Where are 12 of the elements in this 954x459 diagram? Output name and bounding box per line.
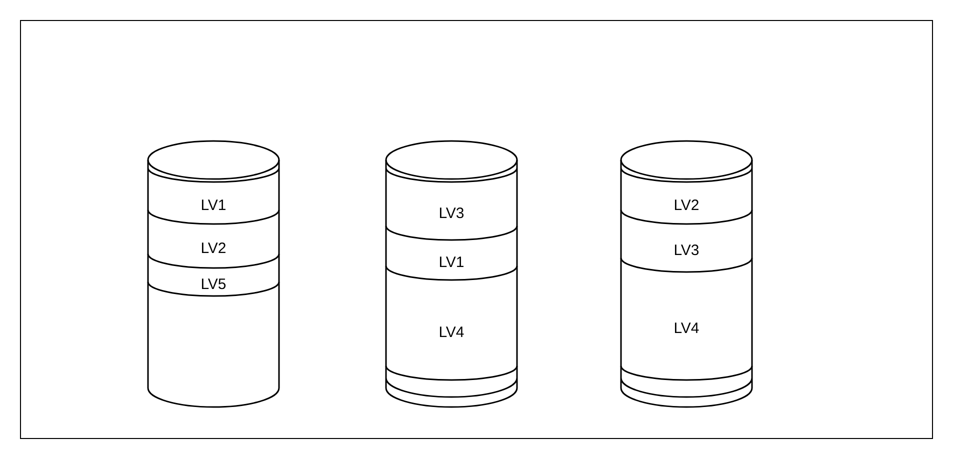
volume-band: LV3 [385, 182, 518, 240]
volume-band: LV4 [385, 280, 518, 380]
disk-cylinder [385, 140, 518, 408]
volume-band: LV4 [620, 272, 753, 380]
volume-band: LV2 [147, 224, 280, 268]
volume-band: LV2 [620, 182, 753, 224]
volume-band: LV1 [147, 182, 280, 224]
disk-cylinder [147, 140, 280, 408]
volume-band: LV3 [620, 224, 753, 272]
volume-band: LV1 [385, 240, 518, 280]
volume-band: LV5 [147, 268, 280, 296]
disk-cylinder [620, 140, 753, 408]
